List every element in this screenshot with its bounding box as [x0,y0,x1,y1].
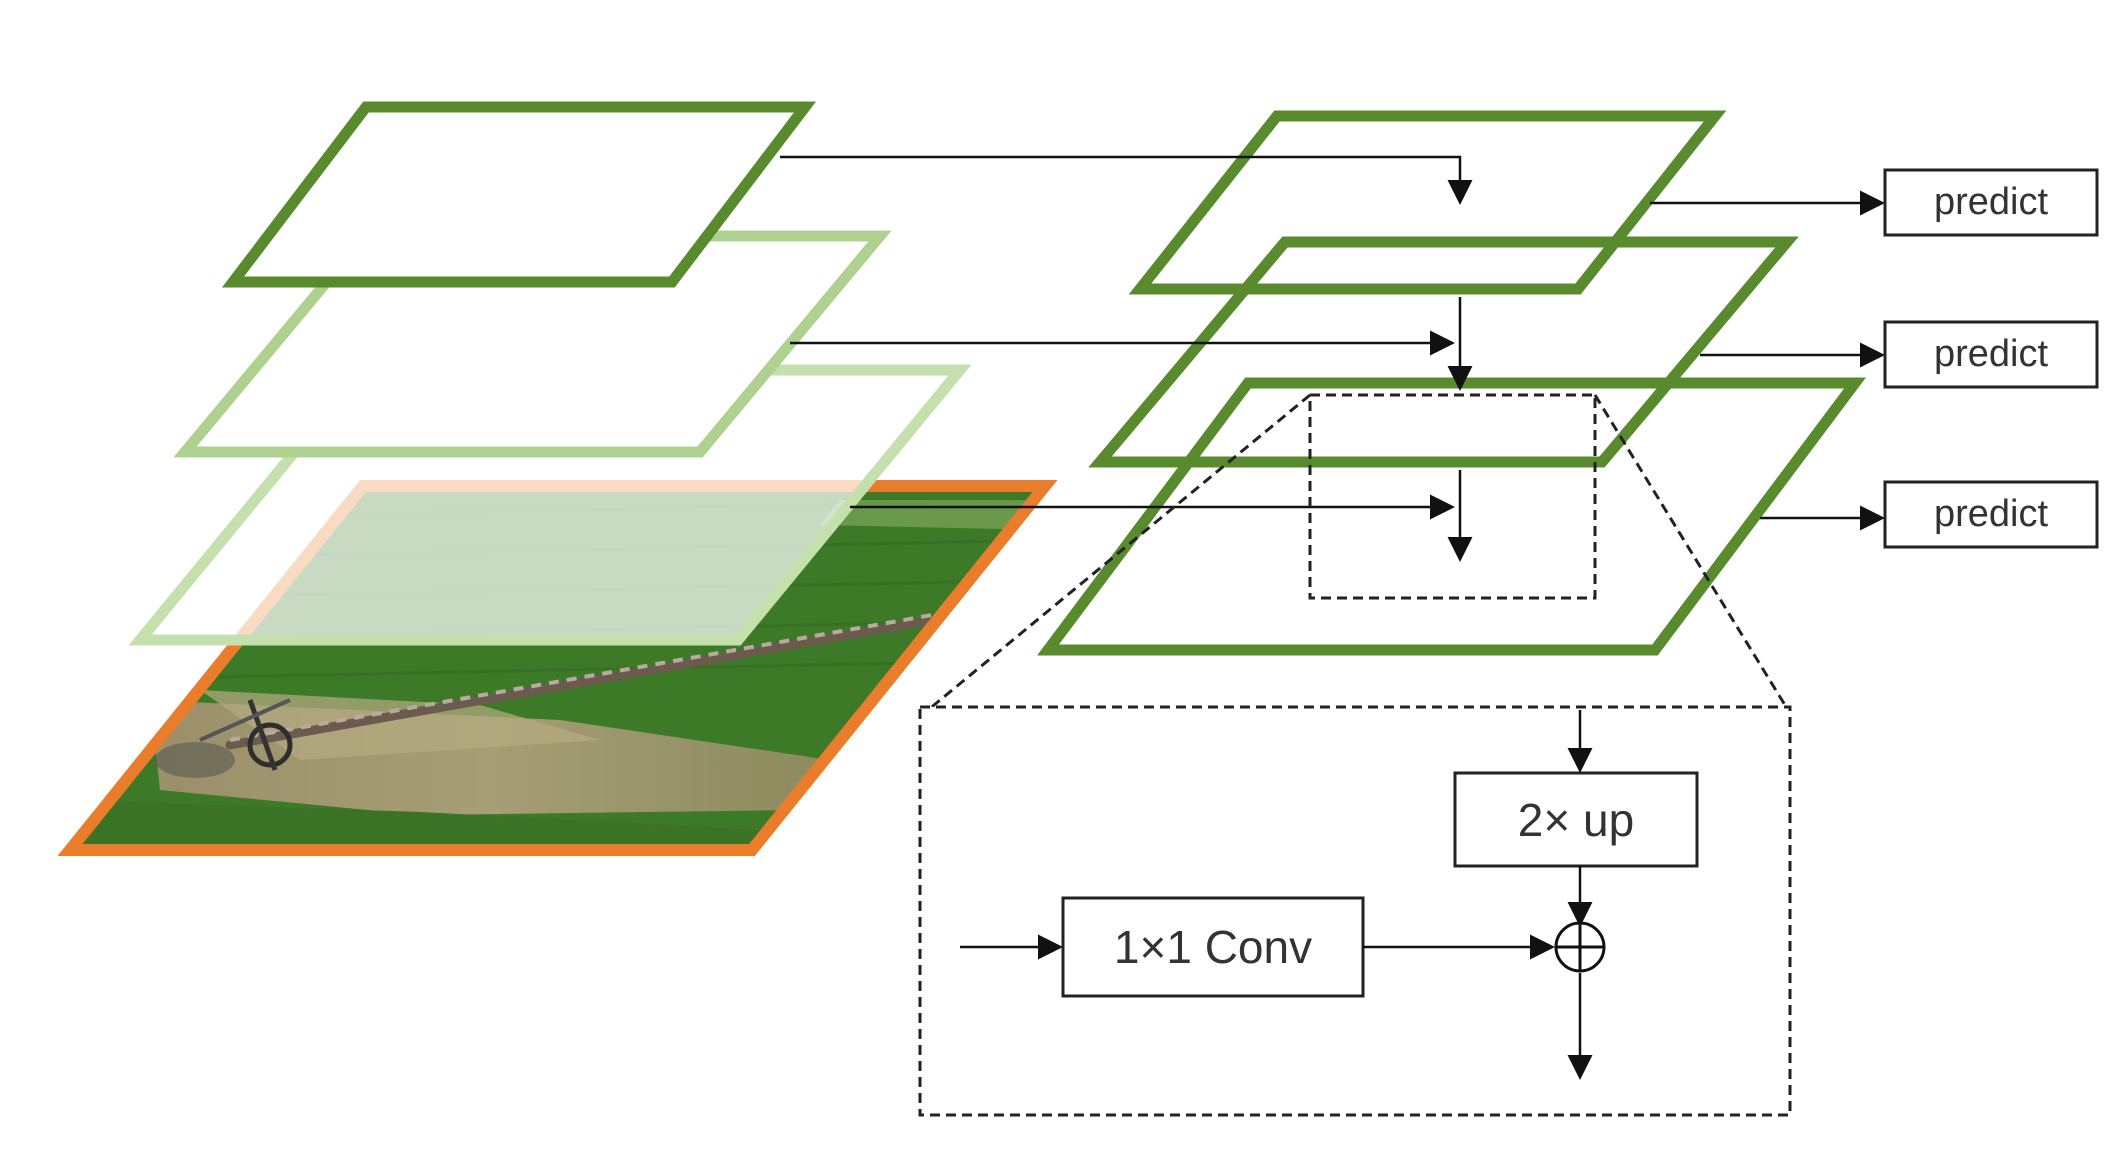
predict-box-3: predict [1883,480,2099,549]
upsample-box: 2× up [1453,771,1699,868]
fpn-layer-2 [1088,236,1799,468]
add-icon [1554,921,1606,973]
predict-box-2: predict [1883,320,2099,389]
zoom-line-right [1593,394,1790,711]
fpn-layer-1 [1128,110,1727,295]
predict-label-1: predict [1934,181,2048,223]
zoom-region [1308,393,1597,600]
lateral-connection-1 [780,155,1473,205]
upsample-label: 2× up [1518,794,1634,846]
predict-label-2: predict [1934,333,2048,375]
conv-label: 1×1 Conv [1114,921,1312,973]
zoom-line-left [927,393,1311,712]
predict-box-1: predict [1883,168,2099,237]
predict-label-3: predict [1934,493,2048,535]
backbone-layer-1 [221,101,817,288]
conv-box: 1×1 Conv [1061,896,1365,998]
fpn-layer-3 [1037,377,1866,656]
